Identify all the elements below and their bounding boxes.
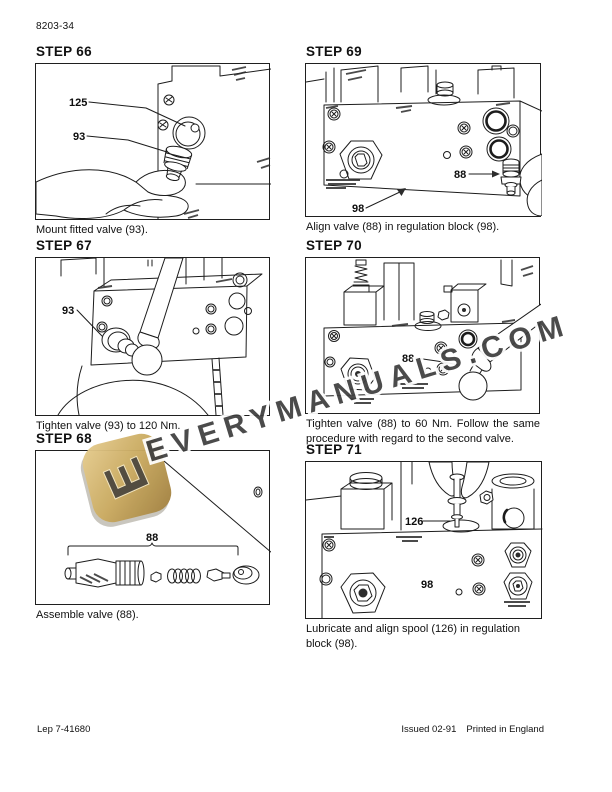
figure-step-70-drawing: 88 <box>323 259 541 404</box>
step-67-caption: Tighten valve (93) to 120 Nm. <box>36 420 181 432</box>
step-70-caption: Tighten valve (88) to 60 Nm. Follow the … <box>306 418 540 445</box>
step-69-section: STEP 69 <box>305 44 542 235</box>
step-68-caption: Assemble valve (88). <box>36 609 139 621</box>
step-70-section: STEP 70 <box>305 238 541 446</box>
part-label-126: 126 <box>405 516 423 528</box>
figure-step-71-drawing: 126 98 <box>306 462 543 618</box>
left-boss-illustration <box>340 472 393 530</box>
step-66-title: STEP 66 <box>36 44 92 59</box>
step-71-figure: 126 98 <box>305 461 543 619</box>
step-67-figure: 93 <box>35 257 270 416</box>
figure-step-67-drawing: 93 <box>57 258 263 415</box>
step-68-figure: 88 <box>35 450 271 605</box>
fingers-illustration <box>428 462 490 499</box>
step-70-title: STEP 70 <box>306 238 362 253</box>
step-69-caption: Align valve (88) in regulation block (98… <box>306 221 500 233</box>
step-69-figure: 88 98 <box>305 63 542 217</box>
footer-printed: Printed in England <box>466 724 544 735</box>
step-68-section: STEP 68 <box>35 431 271 623</box>
part-label-88: 88 <box>146 532 158 544</box>
footer-issued: Issued 02-91 <box>401 724 457 735</box>
part-label-98: 98 <box>352 203 364 215</box>
hex-nut-illustration <box>340 357 376 391</box>
hex-plug-illustration <box>503 572 533 600</box>
step-66-section: STEP 66 <box>35 44 271 238</box>
part-label-98: 98 <box>421 579 433 591</box>
valve-illustration <box>163 145 193 182</box>
part-label-93: 93 <box>62 305 74 317</box>
step-69-title: STEP 69 <box>306 44 362 59</box>
wrench-illustration <box>137 258 184 358</box>
step-66-figure: 125 93 <box>35 63 271 220</box>
step-71-section: STEP 71 <box>305 442 543 651</box>
doc-number: 8203-34 <box>36 21 75 32</box>
footer-publication-code: Lep 7-41680 <box>37 724 91 735</box>
fingers-illustration <box>519 153 542 216</box>
step-66-caption: Mount fitted valve (93). <box>36 224 148 236</box>
spring-illustration <box>167 568 201 584</box>
step-67-section: STEP 67 <box>35 238 270 434</box>
valve-illustration <box>101 327 163 376</box>
spool-illustration <box>447 473 467 528</box>
step-68-title: STEP 68 <box>36 431 92 446</box>
step-71-title: STEP 71 <box>306 442 362 457</box>
large-plug-illustration <box>340 572 386 614</box>
footer-issue-info: Issued 02-91 Printed in England <box>391 724 544 735</box>
figure-step-66-drawing: 125 93 <box>36 65 271 219</box>
part-label-93: 93 <box>73 131 85 143</box>
figure-step-69-drawing: 88 98 <box>306 65 542 216</box>
part-label-125: 125 <box>69 97 87 109</box>
part-label-88: 88 <box>454 169 466 181</box>
step-70-figure: 88 <box>305 257 541 414</box>
right-boss-illustration <box>479 473 535 530</box>
valve-illustration <box>500 158 522 196</box>
valve-body-illustration <box>64 558 145 588</box>
part-label-88: 88 <box>402 353 414 365</box>
seat-illustration <box>232 565 260 585</box>
wrench-illustration <box>458 303 541 401</box>
step-71-caption: Lubricate and align spool (126) in regul… <box>306 623 521 650</box>
hex-plug-illustration <box>504 542 532 568</box>
nut-illustration <box>150 571 162 583</box>
poppet-illustration <box>206 568 231 582</box>
figure-step-68-drawing: 88 <box>64 460 271 588</box>
step-67-title: STEP 67 <box>36 238 92 253</box>
hand-illustration <box>36 169 189 219</box>
hex-nut-illustration <box>339 140 383 180</box>
